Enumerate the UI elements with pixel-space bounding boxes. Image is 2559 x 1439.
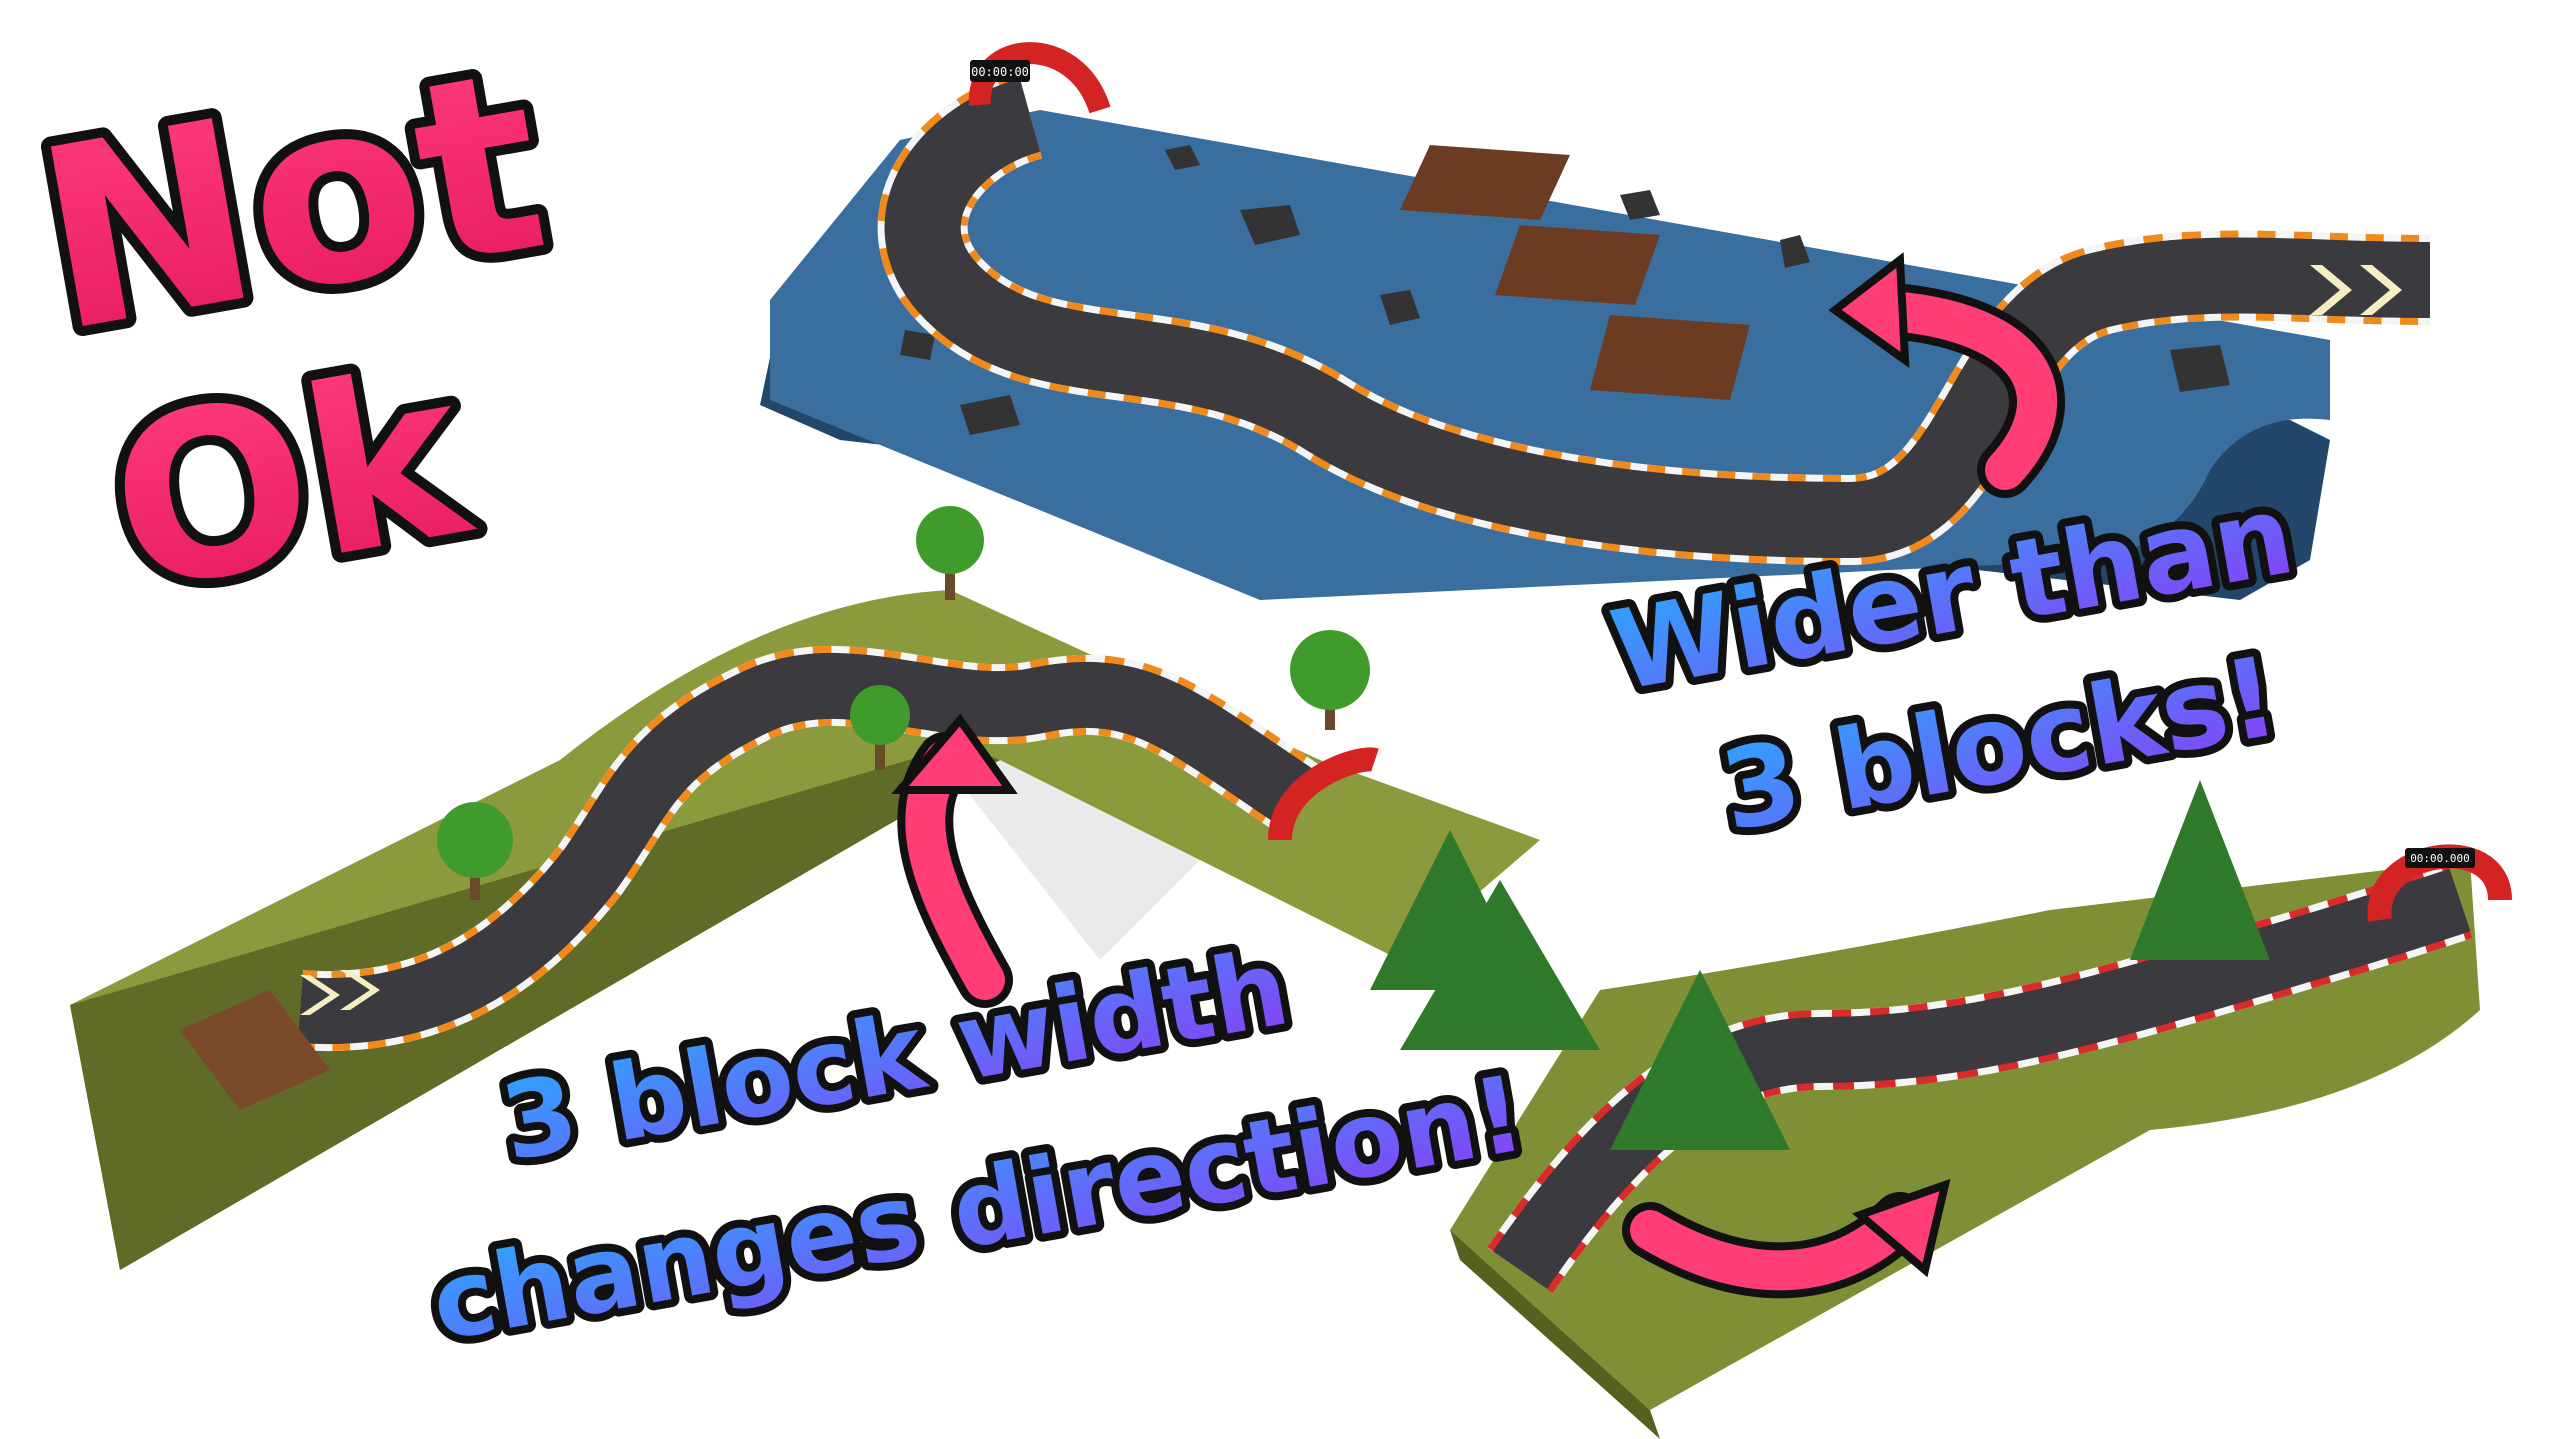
headline: Not Ok	[10, 5, 573, 655]
curved-arrow-icon	[1622, 1178, 1951, 1299]
wooden-blocks	[1400, 145, 1750, 400]
headline-line1: Not	[20, 15, 563, 388]
right-track-timer: 00:00.000	[2410, 852, 2470, 865]
start-gate-icon	[1268, 747, 1379, 842]
wood-deck	[180, 990, 330, 1110]
curved-arrow-icon	[891, 713, 1018, 1008]
start-gate-icon: 00:00:00	[968, 42, 1111, 114]
tree-icon	[437, 506, 1370, 900]
curved-arrow-icon	[1828, 252, 2066, 498]
grass-track-left-scene	[70, 506, 1540, 1270]
start-gate-icon: 00:00.000	[2367, 844, 2512, 922]
grass-left-cliff	[950, 720, 1200, 960]
top-track-timer: 00:00:00	[971, 65, 1029, 79]
rock-icon	[900, 145, 2230, 435]
chevron-icon	[300, 970, 380, 1015]
tree-icon	[1370, 780, 2270, 1150]
grass-track-right-scene: 00:00.000	[1370, 780, 2512, 1439]
water-track-scene: 00:00:00	[760, 42, 2431, 600]
chevron-icon	[2310, 265, 2402, 315]
